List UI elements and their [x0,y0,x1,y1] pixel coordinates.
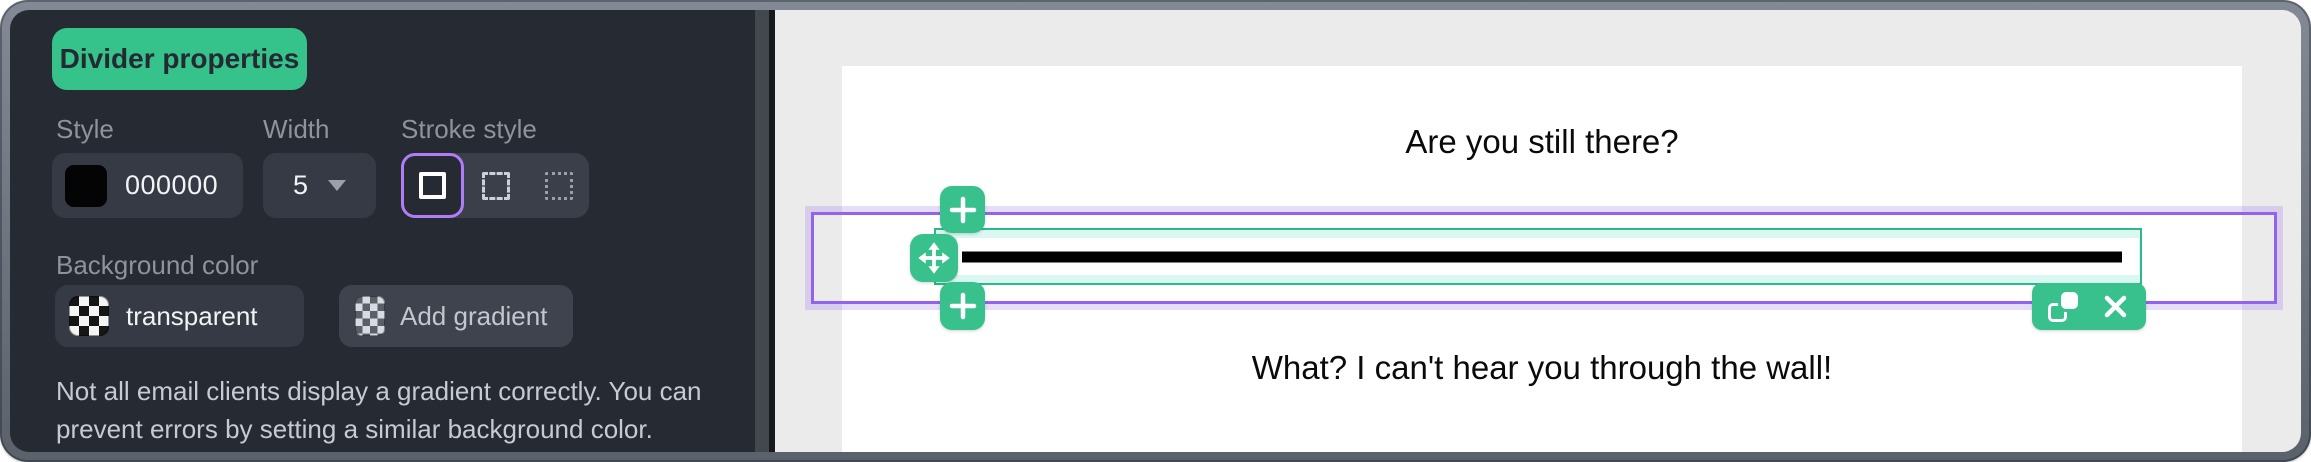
panel-title-badge: Divider properties [52,28,307,90]
background-color-label: Background color [56,250,259,280]
gradient-icon [355,296,385,336]
chevron-down-icon [328,180,347,191]
duplicate-block-button[interactable] [2041,283,2085,330]
block-action-bar [2032,283,2146,330]
divider-properties-panel: Divider properties Style Width Stroke st… [10,10,755,452]
square-dashed-icon [481,171,510,200]
square-dotted-icon [544,171,573,200]
add-block-below-button[interactable] [940,282,985,330]
move-block-handle[interactable] [910,234,958,282]
stroke-dotted-button[interactable] [527,153,590,218]
gradient-warning-line2: prevent errors by setting a similar back… [56,414,653,444]
stroke-style-group [401,153,589,218]
divider-block[interactable] [957,238,2139,275]
checkerboard-icon [69,296,109,336]
stroke-dashed-button[interactable] [464,153,527,218]
gradient-warning-line1: Not all email clients display a gradient… [56,376,702,406]
width-label: Width [263,114,330,144]
style-label: Style [56,114,114,144]
close-icon [2104,295,2127,318]
color-swatch[interactable] [65,164,107,207]
window-content: Divider properties Style Width Stroke st… [10,10,2301,452]
divider-color-field[interactable]: 000000 [52,153,243,218]
plus-icon [949,292,976,320]
editor-canvas: Are you still there? [775,10,2301,452]
stroke-solid-button[interactable] [401,153,464,218]
gradient-warning-note: Not all email clients display a gradient… [56,372,736,448]
divider-line[interactable] [962,251,2122,262]
delete-block-button[interactable] [2093,283,2137,330]
width-value: 5 [293,170,309,200]
panel-resize-gutter[interactable] [755,10,775,452]
color-hex-value: 000000 [125,170,219,200]
heading-text-block[interactable]: Are you still there? [1405,123,1679,160]
add-gradient-label: Add gradient [400,300,548,331]
stroke-style-label: Stroke style [401,114,537,144]
move-icon [918,242,950,274]
background-color-value: transparent [126,300,258,331]
duplicate-icon [2047,291,2079,323]
square-solid-icon [419,172,446,199]
add-block-above-button[interactable] [940,186,985,233]
background-color-button[interactable]: transparent [55,285,304,347]
width-dropdown[interactable]: 5 [263,153,376,218]
plus-icon [949,196,976,223]
add-gradient-button[interactable]: Add gradient [339,285,573,347]
paragraph-text-block[interactable]: What? I can't hear you through the wall! [1251,349,1833,386]
divider-block-selection [934,228,2142,285]
